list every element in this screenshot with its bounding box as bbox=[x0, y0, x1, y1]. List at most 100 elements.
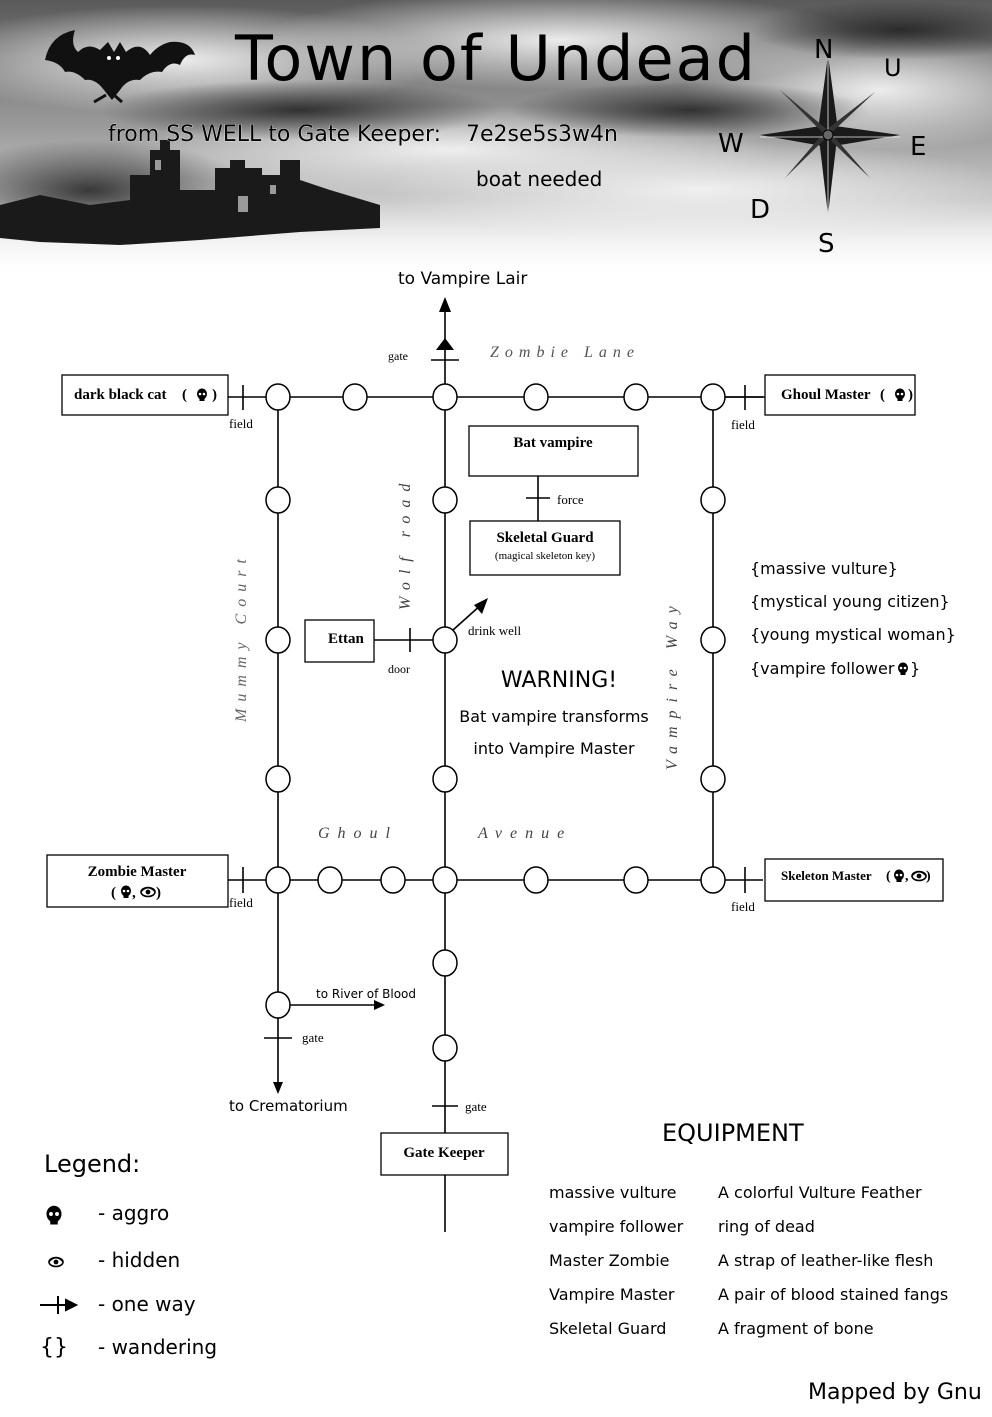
castle-silhouette bbox=[0, 140, 380, 245]
npc-boxes bbox=[46, 374, 944, 1176]
wandering-icon: {} bbox=[40, 1335, 68, 1360]
npc-box-ghoul-master[interactable] bbox=[764, 374, 916, 416]
room[interactable] bbox=[700, 765, 726, 793]
room[interactable] bbox=[432, 383, 458, 411]
equipment-table: massive vulture A colorful Vulture Feath… bbox=[549, 1183, 948, 1338]
equipment-mob: Master Zombie bbox=[549, 1251, 670, 1270]
street-vampire-way: Vampire Way bbox=[664, 598, 681, 770]
exit-river-of-blood[interactable]: to River of Blood bbox=[316, 987, 416, 1001]
npc-bat-vampire: Bat vampire bbox=[513, 435, 593, 451]
paren-open: ( bbox=[111, 885, 116, 901]
compass-s: S bbox=[818, 229, 835, 259]
header-sky bbox=[0, 0, 992, 280]
label-gate-top: gate bbox=[388, 349, 408, 363]
room[interactable] bbox=[432, 765, 458, 793]
compass-rose bbox=[760, 55, 900, 215]
gate-ticks bbox=[242, 359, 746, 1107]
credit: Mapped by Gnu bbox=[808, 1380, 982, 1405]
room[interactable] bbox=[700, 486, 726, 514]
npc-box-skeleton-master[interactable] bbox=[764, 858, 944, 902]
map-title: Town of Undead bbox=[234, 22, 757, 95]
room[interactable] bbox=[432, 949, 458, 977]
wanderer-vampire-follower: {vampire follower bbox=[750, 659, 895, 678]
room[interactable] bbox=[523, 866, 549, 894]
label-field-ne: field bbox=[731, 417, 755, 432]
npc-box-bat-vampire[interactable] bbox=[468, 425, 639, 477]
room[interactable] bbox=[265, 383, 291, 411]
room[interactable] bbox=[265, 866, 291, 894]
one-way-icon bbox=[40, 1296, 79, 1314]
legend-wandering: - wandering bbox=[98, 1335, 217, 1359]
room[interactable] bbox=[623, 866, 649, 894]
npc-skeletal-guard: Skeletal Guard bbox=[496, 530, 594, 546]
legend-one-way: - one way bbox=[98, 1292, 196, 1316]
room[interactable] bbox=[523, 383, 549, 411]
paren-close: ) bbox=[212, 387, 217, 403]
room[interactable] bbox=[380, 866, 406, 894]
legend: Legend: - aggro - hidden - one way {} - … bbox=[40, 1150, 217, 1360]
paren-open: ( bbox=[880, 387, 885, 403]
compass-d: D bbox=[750, 195, 770, 225]
room[interactable] bbox=[700, 383, 726, 411]
room[interactable] bbox=[342, 383, 368, 411]
equipment-mob: Vampire Master bbox=[549, 1285, 675, 1304]
room[interactable] bbox=[265, 626, 291, 654]
room[interactable] bbox=[700, 866, 726, 894]
equipment-item: A pair of blood stained fangs bbox=[718, 1285, 948, 1304]
legend-heading: Legend: bbox=[44, 1150, 140, 1178]
room[interactable] bbox=[432, 486, 458, 514]
npc-box-skeletal-guard[interactable] bbox=[469, 520, 621, 576]
room[interactable] bbox=[265, 486, 291, 514]
room[interactable] bbox=[432, 626, 458, 654]
paren-close: ) bbox=[926, 869, 931, 884]
paren-close: ) bbox=[156, 885, 161, 901]
compass-w: W bbox=[718, 129, 744, 159]
room[interactable] bbox=[265, 991, 291, 1019]
npc-box-zombie-master[interactable] bbox=[46, 854, 229, 908]
boat-note: boat needed bbox=[476, 167, 602, 191]
npc-skeleton-master: Skeleton Master bbox=[781, 868, 872, 883]
street-ghoul: Ghoul bbox=[318, 825, 398, 842]
room[interactable] bbox=[432, 866, 458, 894]
label-gate-mid: gate bbox=[302, 1030, 324, 1045]
route-code: 7e2se5s3w4n bbox=[466, 122, 618, 147]
wanderer-young-mystical-woman: {young mystical woman} bbox=[750, 625, 956, 644]
paren-close: ) bbox=[908, 387, 913, 403]
compass-e: E bbox=[910, 132, 926, 162]
route-label: from SS WELL to Gate Keeper: bbox=[108, 122, 441, 147]
exit-crematorium[interactable]: to Crematorium bbox=[229, 1097, 348, 1115]
room[interactable] bbox=[317, 866, 343, 894]
label-gate-bottom: gate bbox=[465, 1099, 487, 1114]
npc-zombie-master: Zombie Master bbox=[88, 864, 187, 880]
rooms bbox=[265, 383, 726, 1062]
street-zombie-lane: Zombie Lane bbox=[490, 344, 640, 361]
label-field-se: field bbox=[731, 899, 755, 914]
equipment-mob: vampire follower bbox=[549, 1217, 684, 1236]
room[interactable] bbox=[623, 383, 649, 411]
npc-ghoul-master: Ghoul Master bbox=[781, 387, 871, 403]
street-wolf-road: Wolf road bbox=[397, 476, 414, 610]
room[interactable] bbox=[432, 1034, 458, 1062]
room[interactable] bbox=[700, 626, 726, 654]
equipment-heading: EQUIPMENT bbox=[662, 1119, 804, 1147]
equipment-item: A colorful Vulture Feather bbox=[718, 1183, 922, 1202]
wanderer-mystical-young-citizen: {mystical young citizen} bbox=[750, 592, 950, 611]
street-avenue: Avenue bbox=[477, 825, 572, 842]
compass-u: U bbox=[884, 54, 902, 82]
aggro-icon bbox=[46, 1205, 62, 1225]
npc-box-ettan[interactable] bbox=[304, 619, 375, 663]
npc-box-gate-keeper[interactable] bbox=[380, 1132, 509, 1176]
hidden-icon bbox=[48, 1256, 64, 1268]
equipment-item: ring of dead bbox=[718, 1217, 815, 1236]
bat-icon bbox=[45, 30, 195, 104]
legend-hidden: - hidden bbox=[98, 1248, 180, 1272]
brace-close: } bbox=[910, 659, 920, 678]
paren-open: ( bbox=[886, 869, 891, 884]
wanderer-massive-vulture: {massive vulture} bbox=[750, 559, 898, 578]
label-field-nw: field bbox=[229, 416, 253, 431]
room[interactable] bbox=[265, 765, 291, 793]
equipment-item: A strap of leather-like flesh bbox=[718, 1251, 933, 1270]
npc-dark-black-cat: dark black cat bbox=[74, 387, 167, 403]
exit-vampire-lair[interactable]: to Vampire Lair bbox=[398, 269, 527, 289]
